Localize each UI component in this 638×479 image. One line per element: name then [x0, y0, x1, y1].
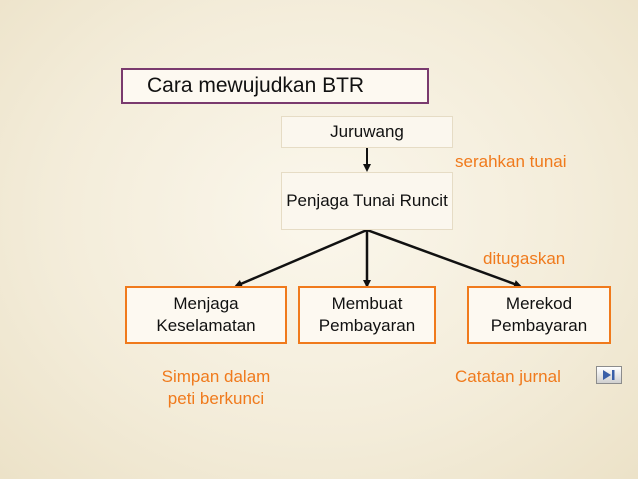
diagram-title: Cara mewujudkan BTR [121, 68, 429, 104]
label-catatan-jurnal: Catatan jurnal [455, 367, 561, 386]
node-juruwang: Juruwang [281, 116, 453, 148]
arrow-to-menjaga [234, 228, 368, 288]
node-merekod-pembayaran: Merekod Pembayaran [467, 286, 611, 344]
label-ditugaskan: ditugaskan [483, 249, 566, 268]
next-slide-icon [603, 370, 615, 380]
arrow-to-merekod [366, 228, 522, 288]
label-serahkan-tunai: serahkan tunai [455, 152, 567, 171]
label-simpan-dalam-peti: Simpan dalam peti berkunci [161, 367, 271, 408]
node-penjaga-tunai-runcit: Penjaga Tunai Runcit [281, 172, 453, 230]
node-menjaga-keselamatan: Menjaga Keselamatan [125, 286, 287, 344]
node-membuat-pembayaran: Membuat Pembayaran [298, 286, 436, 344]
next-slide-button[interactable] [596, 366, 622, 384]
